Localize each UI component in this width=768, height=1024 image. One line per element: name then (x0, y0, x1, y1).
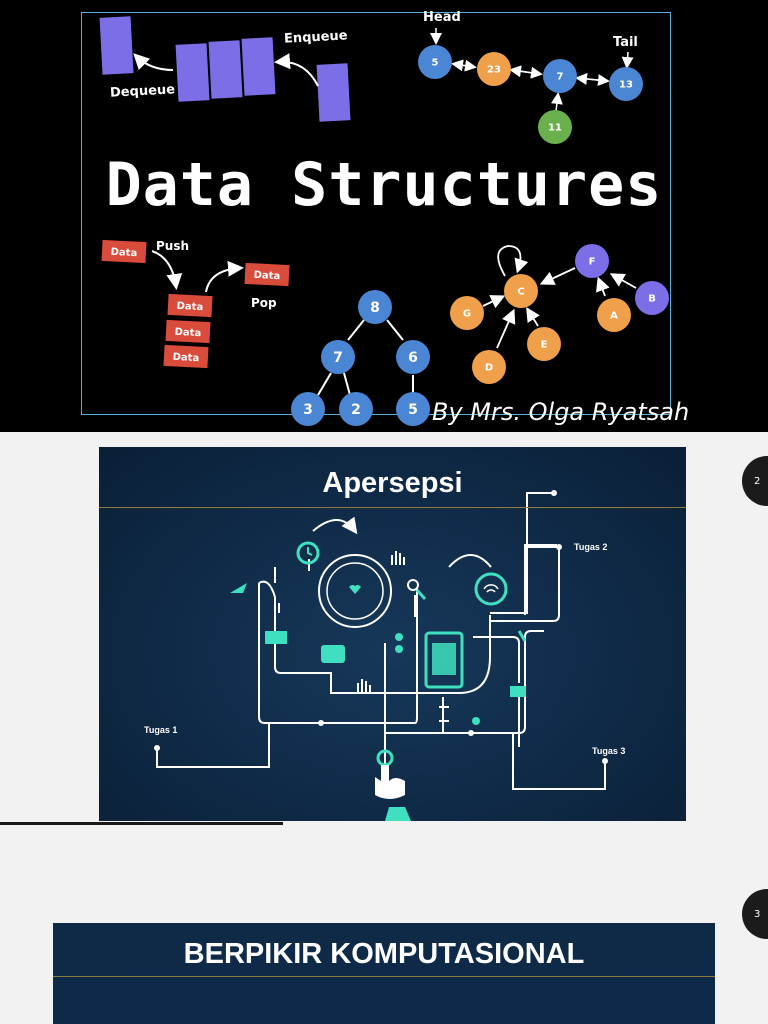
queue-block (208, 40, 243, 99)
tree-node-label: 8 (370, 300, 380, 316)
queue-diagram (99, 16, 351, 122)
graph-node: C (504, 274, 538, 308)
enqueue-arrow (274, 53, 319, 87)
stack-data-block: Data (163, 344, 209, 369)
push-arrow (151, 250, 183, 290)
stack-data-block: Data (167, 293, 213, 318)
tree-node-label: 5 (408, 402, 418, 418)
stack-data-block-label: Data (253, 270, 280, 282)
tail-label: Tail (613, 35, 638, 50)
tree-node: 6 (396, 340, 430, 374)
push-label: Push (156, 239, 190, 253)
slide-title: Data Structures (105, 150, 663, 220)
tree-node-label: 3 (303, 402, 313, 418)
slide-title: BERPIKIR KOMPUTASIONAL (183, 938, 585, 970)
tugas-1-label: Tugas 1 (144, 725, 178, 735)
linked-list-node-label: 5 (432, 58, 439, 69)
tree-edges (317, 319, 414, 396)
graph-node: A (597, 298, 631, 332)
tree-node-label: 7 (333, 350, 343, 366)
linked-list-node: 7 (543, 59, 577, 93)
tree-node: 3 (291, 392, 325, 426)
author-credit: By Mrs. Olga Ryatsah (432, 398, 690, 426)
graph-edges (482, 245, 637, 349)
stack-data-block-label: Data (110, 247, 137, 259)
graph-node: G (450, 296, 484, 330)
stack-data-block: Data (244, 262, 290, 287)
tree-node: 8 (358, 290, 392, 324)
linked-list-diagram (430, 28, 634, 112)
pop-label: Pop (251, 296, 277, 310)
scroll-progress-bar (0, 822, 283, 825)
linked-list-node: 13 (609, 67, 643, 101)
linked-list-node: 5 (418, 45, 452, 79)
head-label: Head (423, 10, 461, 25)
queue-block (175, 43, 210, 102)
graph-node-label: E (541, 340, 548, 351)
linked-list-node-label: 23 (487, 65, 501, 76)
graph-node: B (635, 281, 669, 315)
tree-node: 5 (396, 392, 430, 426)
apersepsi-circuit-illustration (154, 490, 608, 821)
graph-node: F (575, 244, 609, 278)
linked-list-node: 11 (538, 110, 572, 144)
queue-block (316, 63, 351, 122)
linked-list-node-label: 7 (557, 72, 564, 83)
graph-node-label: F (589, 257, 596, 268)
stack-data-block-label: Data (176, 301, 203, 313)
title-rule (53, 976, 715, 977)
slide-title: Apersepsi (322, 467, 463, 499)
graph-node-label: G (463, 309, 471, 320)
graph-node-label: D (485, 363, 493, 374)
stack-data-block-label: Data (172, 352, 199, 364)
pop-arrow (205, 260, 244, 293)
stack-data-block: Data (165, 319, 211, 344)
linked-list-node-label: 11 (548, 123, 562, 134)
tree-node: 2 (339, 392, 373, 426)
tree-node: 7 (321, 340, 355, 374)
tree-node-label: 2 (351, 402, 361, 418)
tugas-2-label: Tugas 2 (574, 542, 608, 552)
graph-node-label: A (610, 311, 618, 322)
tree-node-label: 6 (408, 350, 418, 366)
graph-node-label: C (517, 287, 524, 298)
graph-node: E (527, 327, 561, 361)
page-number-badge[interactable]: 3 (742, 889, 768, 939)
tugas-3-label: Tugas 3 (592, 746, 626, 756)
slide-frame (81, 12, 671, 415)
dequeue-arrow (133, 53, 174, 71)
slide-3-berpikir-komputasional[interactable]: BERPIKIR KOMPUTASIONAL (53, 923, 715, 1024)
title-rule (99, 507, 686, 508)
slide-2-apersepsi[interactable]: Apersepsi Tugas 1 Tugas 2 Tugas 3 (99, 447, 686, 821)
linked-list-node: 23 (477, 52, 511, 86)
graph-node: D (472, 350, 506, 384)
queue-block (99, 16, 134, 75)
stack-data-block: Data (101, 239, 147, 264)
page-number-badge[interactable]: 2 (742, 456, 768, 506)
linked-list-node-label: 13 (619, 80, 633, 91)
graph-node-label: B (648, 294, 656, 305)
stack-data-block-label: Data (174, 327, 201, 339)
queue-block (241, 37, 276, 96)
